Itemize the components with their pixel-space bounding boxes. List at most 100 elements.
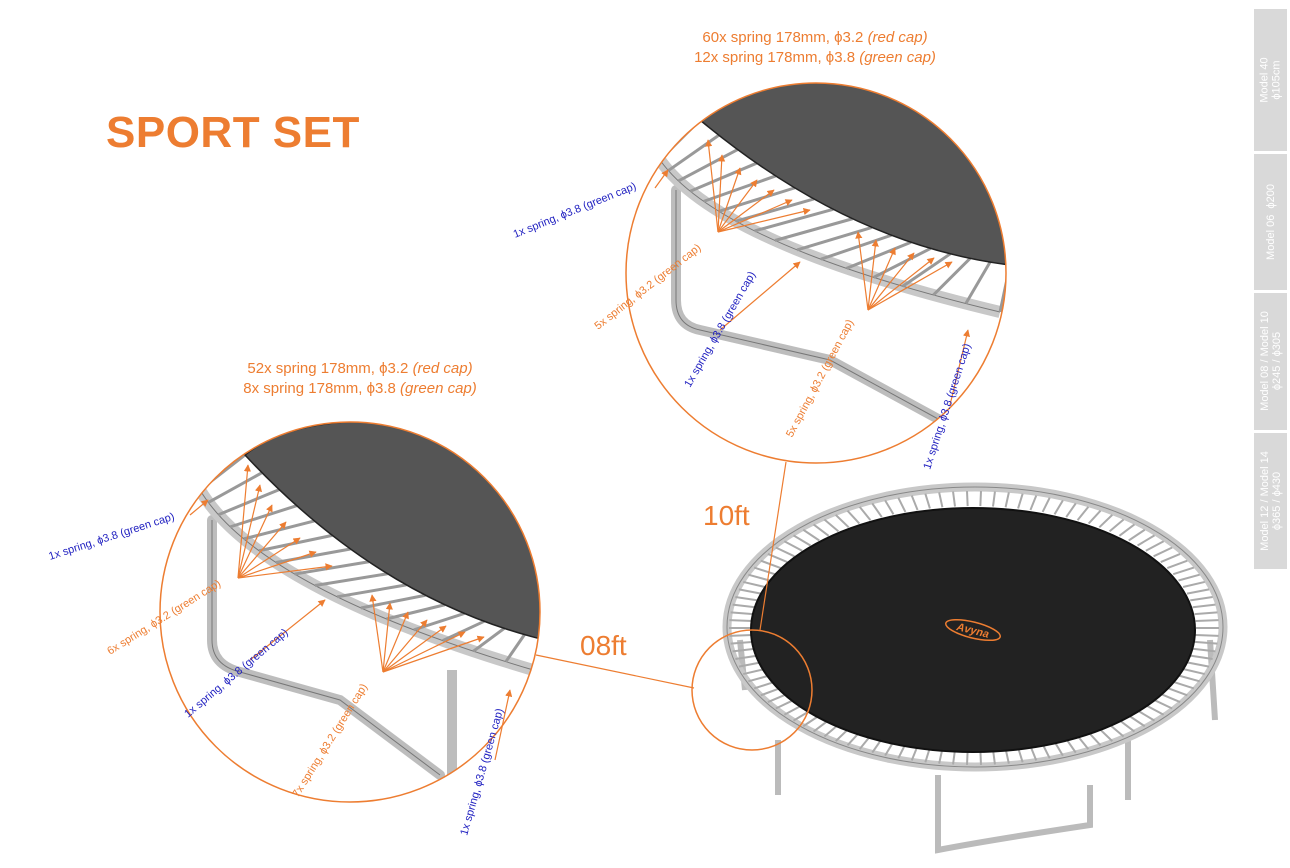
ring-spring	[732, 647, 756, 653]
ring-spring	[1076, 506, 1090, 521]
callout-10ft-left-blue: 1x spring, ϕ3.8 (green cap)	[512, 180, 638, 240]
callout-arrow	[237, 504, 273, 579]
ring-spring	[1186, 588, 1210, 595]
ring-spring	[748, 674, 770, 683]
spec-10ft: 60x spring 178mm, ϕ3.2 (red cap) 12x spr…	[660, 28, 970, 68]
ring-spring	[938, 492, 944, 508]
callout-arrow	[237, 464, 252, 579]
ring-spring	[1128, 714, 1146, 728]
spring	[677, 148, 739, 183]
callout-arrow	[705, 139, 719, 233]
ring-spring	[1004, 492, 1010, 508]
size-label-10ft: 10ft	[703, 500, 750, 531]
ring-spring	[1153, 546, 1173, 558]
size-label-08ft: 08ft	[580, 630, 627, 661]
callout-arrow	[867, 257, 935, 311]
ring-spring	[738, 661, 762, 668]
spring	[229, 504, 298, 529]
ring-spring	[1182, 580, 1205, 588]
spring	[932, 257, 972, 297]
ring-spring	[1190, 654, 1213, 661]
ring-spring	[753, 566, 776, 576]
leader-line-10ft	[759, 461, 787, 631]
ring-spring	[1172, 680, 1195, 690]
callout-08ft-left-blue: 1x spring, ϕ3.8 (green cap)	[47, 511, 176, 563]
spring	[258, 533, 333, 553]
spring	[217, 488, 280, 517]
ring-spring	[1108, 518, 1125, 533]
callout-arrow	[717, 199, 793, 233]
ring-spring	[1186, 661, 1210, 668]
spring	[386, 603, 446, 621]
callout-arrow	[382, 619, 428, 673]
callout-08ft-orange-left: 6x spring, ϕ3.2 (green cap)	[105, 578, 223, 658]
callout-arrow	[867, 252, 915, 311]
callout-08ft-right-blue: 1x spring, ϕ3.8 (green cap)	[458, 707, 506, 837]
ring-spring	[743, 668, 766, 676]
ring-spring	[748, 573, 770, 582]
ring-spring	[1087, 510, 1102, 525]
sidebar-tab-label: Model 06 ϕ200	[1264, 183, 1277, 260]
spring	[314, 572, 388, 587]
spring	[735, 197, 815, 223]
ring-spring	[1178, 573, 1200, 582]
sidebar-tab-model-12-14[interactable]: Model 12 / Model 14 ϕ365 / ϕ430	[1254, 432, 1287, 569]
callout-arrow	[717, 208, 811, 233]
spring	[442, 619, 485, 642]
ring-spring	[1017, 493, 1024, 509]
spring	[504, 633, 526, 663]
callout-arrow	[382, 635, 485, 673]
ring-spring	[979, 491, 982, 507]
ring-spring	[783, 540, 803, 552]
ring-spring	[1182, 668, 1205, 676]
ring-spring	[1029, 495, 1038, 511]
ring-spring	[1108, 723, 1125, 738]
ring-spring	[966, 491, 969, 507]
ring-spring	[732, 603, 756, 609]
sidebar-tab-label: Model 12 / Model 14 ϕ365 / ϕ430	[1258, 450, 1283, 551]
ring-spring	[730, 640, 754, 645]
callout-10ft-orange-right: 5x spring, ϕ3.2 (green cap)	[784, 318, 856, 440]
ring-spring	[823, 518, 840, 533]
ring-spring	[792, 534, 811, 547]
ring-spring	[1098, 514, 1113, 529]
spec-10ft-line1-cap: (red cap)	[867, 29, 928, 46]
callout-arrow	[867, 247, 896, 311]
sidebar-tab-model-08-10[interactable]: Model 08 / Model 10 ϕ245 / ϕ305	[1254, 293, 1287, 430]
model-sidebar: Model 40 ϕ105cm Model 06 ϕ200 Model 08 /…	[1254, 9, 1287, 569]
ring-spring	[1172, 566, 1195, 576]
sidebar-tab-model-40[interactable]: Model 40 ϕ105cm	[1254, 9, 1287, 151]
callout-arrow	[654, 169, 669, 189]
ring-spring	[729, 633, 753, 637]
ring-spring	[924, 493, 931, 509]
spring	[845, 240, 912, 270]
callout-arrow	[237, 537, 301, 579]
ring-spring	[1160, 693, 1181, 703]
ring-spring	[729, 619, 753, 623]
ring-spring	[910, 495, 919, 511]
ring-spring	[1041, 497, 1051, 513]
callout-10ft-right-blue: 1x spring, ϕ3.8 (green cap)	[921, 342, 973, 471]
ring-spring	[835, 514, 850, 529]
callout-arrow	[382, 611, 409, 673]
ring-spring	[858, 506, 872, 521]
ring-spring	[738, 588, 762, 595]
ring-spring	[1194, 611, 1218, 616]
callout-arrow	[249, 599, 326, 661]
ring-spring	[1153, 698, 1173, 710]
ring-spring	[1087, 731, 1102, 746]
sidebar-tab-model-06[interactable]: Model 06 ϕ200	[1254, 153, 1287, 291]
callout-arrow	[237, 521, 287, 579]
callout-arrow	[717, 167, 742, 233]
spring	[360, 593, 426, 610]
spec-10ft-line1: 60x spring 178mm, ϕ3.2	[702, 29, 864, 46]
ring-spring	[1145, 704, 1165, 716]
spring	[754, 207, 834, 233]
ring-spring	[871, 502, 883, 518]
ring-spring	[1195, 619, 1219, 623]
ring-spring	[1192, 603, 1216, 609]
ring-spring	[735, 654, 758, 661]
spec-08ft-line2: 8x spring 178mm, ϕ3.8	[243, 380, 396, 397]
ring-spring	[743, 580, 766, 588]
